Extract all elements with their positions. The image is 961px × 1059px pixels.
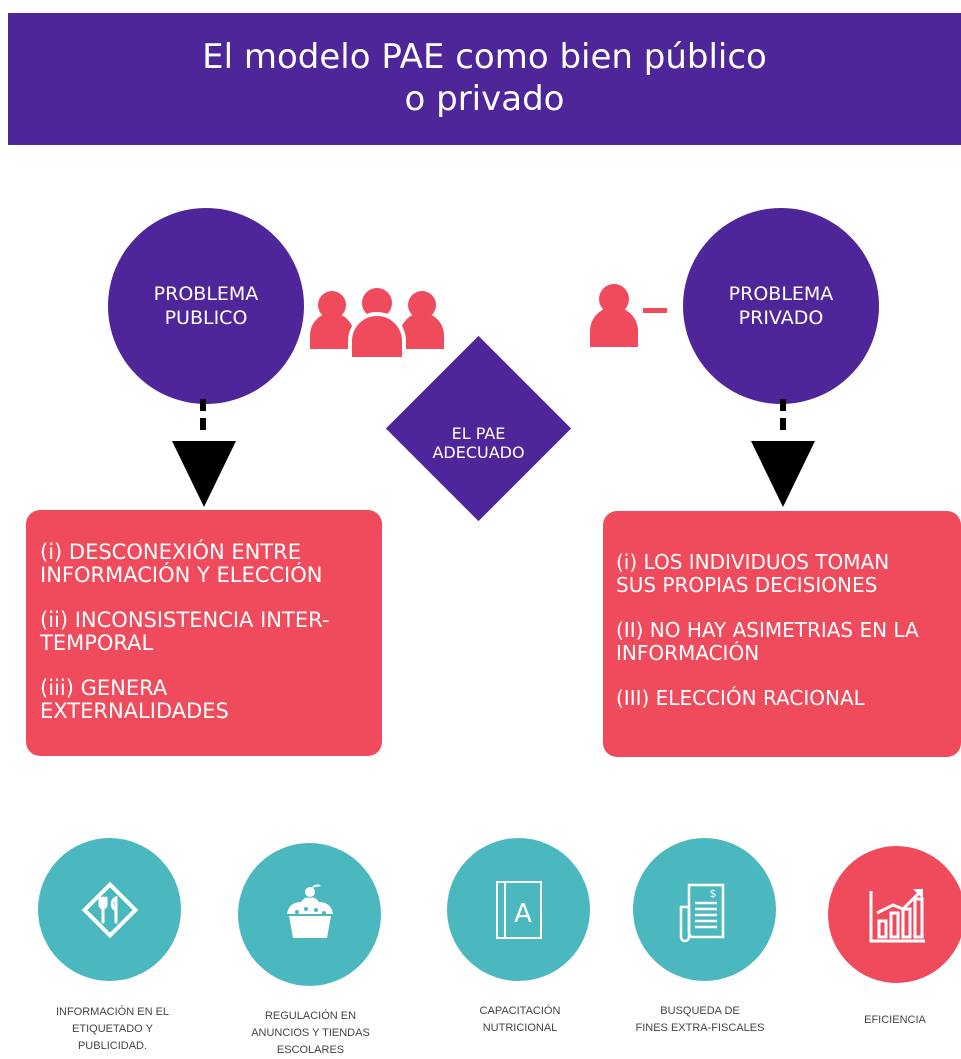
page-header: El modelo PAE como bien público o privad… [8, 13, 961, 145]
left-box-item-3-line-1: (iii) GENERA [40, 676, 168, 700]
right-box-item-1: (i) LOS INDIVIDUOS TOMAN SUS PROPIAS DEC… [616, 551, 961, 597]
right-arrow-down-icon [751, 441, 815, 507]
capacitacion-circle: A [447, 838, 590, 981]
right-box-item-3: (III) ELECCIÓN RACIONAL [616, 687, 961, 710]
left-box-item-2-line-2: TEMPORAL [40, 631, 154, 655]
right-box-item-2-line-1: (II) NO HAY ASIMETRIAS EN LA [616, 618, 919, 642]
capacitacion-caption-line-2: NUTRICIONAL [482, 1022, 558, 1034]
etiquetado-caption: INFORMACIÓN EN EL ETIQUETADO Y PUBLICIDA… [30, 1004, 195, 1055]
right-box-item-2: (II) NO HAY ASIMETRIAS EN LA INFORMACIÓN [616, 619, 961, 665]
svg-text:A: A [514, 899, 532, 929]
etiquetado-circle [38, 838, 181, 981]
etiquetado-caption-line-1: INFORMACIÓN EN EL [55, 1006, 170, 1018]
growth-chart-icon [869, 888, 925, 942]
cake-icon [286, 883, 333, 938]
page-title-line-1: El modelo PAE como bien público [202, 37, 767, 77]
food-label-icon [81, 881, 138, 938]
capacitacion-caption: CAPACITACIÓN NUTRICIONAL [440, 1003, 600, 1037]
problema-publico-line-2: PUBLICO [164, 307, 248, 329]
regulacion-caption-line-1: REGULACIÓN EN [264, 1010, 357, 1022]
left-box-item-1-line-2: INFORMACIÓN Y ELECCIÓN [40, 563, 323, 587]
right-dash-1 [780, 399, 786, 411]
pae-adecuado-line-2: ADECUADO [432, 443, 525, 462]
right-box-item-1-line-1: (i) LOS INDIVIDUOS TOMAN [616, 550, 890, 574]
problema-privado-line-1: PROBLEMA [728, 283, 834, 305]
left-box-item-2: (ii) INCONSISTENCIA INTER- TEMPORAL [40, 609, 382, 655]
right-box-item-1-line-2: SUS PROPIAS DECISIONES [616, 573, 878, 597]
left-dash-1 [200, 399, 206, 411]
fines-extrafiscales-caption: BUSQUEDA DE FINES EXTRA-FISCALES [600, 1003, 800, 1037]
right-box-item-3-line-1: (III) ELECCIÓN RACIONAL [616, 686, 865, 710]
problema-privado-line-2: PRIVADO [738, 307, 824, 329]
eficiencia-circle [828, 846, 961, 983]
eficiencia-caption: EFICIENCIA [830, 1012, 960, 1029]
fines-extrafiscales-caption-line-1: BUSQUEDA DE [660, 1005, 740, 1017]
page-title-line-2: o privado [404, 79, 565, 119]
pae-adecuado-line-1: EL PAE [451, 424, 506, 443]
regulacion-circle [238, 843, 381, 986]
person-minus-icon [588, 283, 670, 349]
fines-extrafiscales-caption-line-2: FINES EXTRA-FISCALES [635, 1022, 765, 1034]
problema-publico-circle: PROBLEMA PUBLICO [108, 208, 304, 404]
etiquetado-caption-line-2: ETIQUETADO Y [72, 1023, 153, 1035]
svg-text:$: $ [709, 887, 716, 900]
regulacion-caption: REGULACIÓN EN ANUNCIOS Y TIENDAS ESCOLAR… [228, 1008, 393, 1059]
problema-privado-box: (i) LOS INDIVIDUOS TOMAN SUS PROPIAS DEC… [603, 511, 961, 757]
problema-publico-box: (i) DESCONEXIÓN ENTRE INFORMACIÓN Y ELEC… [26, 510, 382, 756]
right-box-item-2-line-2: INFORMACIÓN [616, 641, 760, 665]
book-icon: A [495, 880, 542, 939]
left-arrow-down-icon [172, 441, 236, 507]
left-box-item-1: (i) DESCONEXIÓN ENTRE INFORMACIÓN Y ELEC… [40, 541, 382, 587]
regulacion-caption-line-2: ANUNCIOS Y TIENDAS [251, 1027, 370, 1039]
group-people-icon [310, 287, 450, 359]
problema-publico-line-1: PROBLEMA [153, 283, 259, 305]
problema-privado-circle: PROBLEMA PRIVADO [683, 208, 879, 404]
left-dash-2 [200, 418, 206, 430]
left-box-item-2-line-1: (ii) INCONSISTENCIA INTER- [40, 608, 330, 632]
right-dash-2 [780, 418, 786, 430]
left-box-item-3: (iii) GENERA EXTERNALIDADES [40, 677, 382, 723]
left-box-item-3-line-2: EXTERNALIDADES [40, 699, 229, 723]
fines-extrafiscales-circle: $ [633, 838, 776, 981]
left-box-item-1-line-1: (i) DESCONEXIÓN ENTRE [40, 540, 301, 564]
receipt-icon: $ [679, 883, 724, 942]
etiquetado-caption-line-3: PUBLICIDAD. [77, 1040, 148, 1052]
pae-adecuado-label: EL PAE ADECUADO [413, 424, 544, 462]
capacitacion-caption-line-1: CAPACITACIÓN [479, 1005, 561, 1017]
regulacion-caption-line-3: ESCOLARES [276, 1044, 345, 1056]
eficiencia-caption-line-1: EFICIENCIA [864, 1014, 926, 1026]
